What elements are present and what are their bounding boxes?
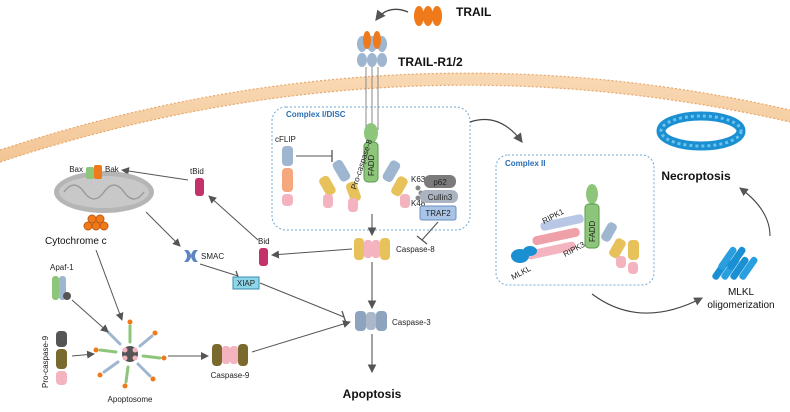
bid-icon xyxy=(259,248,268,266)
apoptosome-label: Apoptosome xyxy=(108,395,153,404)
mlkl-oligomerization-label-line1: MLKL xyxy=(728,287,755,298)
cflip-label: cFLIP xyxy=(275,135,296,144)
fadd-complex-ii-icon xyxy=(584,184,600,249)
apaf1-icon xyxy=(52,276,71,300)
xiap-inhibition-caspase-3 xyxy=(259,282,345,318)
mitochondrion-icon xyxy=(54,171,154,213)
xiap-box xyxy=(232,276,260,290)
k48-label: K48 xyxy=(411,199,426,208)
p62-label: p62 xyxy=(433,178,447,187)
traf2-label: TRAF2 xyxy=(425,209,451,218)
bax-label: Bax xyxy=(69,165,83,174)
complex-i-to-complex-ii-arrow xyxy=(469,118,523,143)
trail-binding-arrow xyxy=(375,8,409,22)
caspase-8-icon xyxy=(354,238,390,260)
cytochrome-c-label: Cytochrome c xyxy=(45,236,107,247)
trail-receptor-label: TRAIL-R1/2 xyxy=(398,55,463,69)
smac-icon xyxy=(184,250,198,262)
caspase-8-disc-right-icon xyxy=(382,160,410,208)
pro-caspase-9-to-apoptosome-arrow xyxy=(71,350,95,359)
pro-caspase-9-icon xyxy=(56,331,67,385)
cytochrome-c-icon xyxy=(83,214,109,231)
complex-ii-box xyxy=(495,154,655,286)
apoptosome-icon xyxy=(93,319,167,389)
caspase-8-label: Caspase-8 xyxy=(396,245,435,254)
mlkl-pore-icon xyxy=(656,111,746,151)
tbid-to-bax-arrow xyxy=(121,167,189,181)
traf2-inhibition xyxy=(421,221,439,241)
smac-inhibition xyxy=(199,263,239,277)
bax-bak-icon xyxy=(86,165,102,179)
trail-ligand-icon xyxy=(414,6,442,26)
mlkl-oligomerization-label-line2: oligomerization xyxy=(707,300,774,311)
p62-box xyxy=(424,175,456,188)
apaf1-label: Apaf-1 xyxy=(50,263,74,272)
caspase-3-icon xyxy=(355,311,387,331)
cullin3-label: Cullin3 xyxy=(428,193,453,202)
bid-to-tbid-arrow xyxy=(208,195,259,241)
pro-caspase-8-icon xyxy=(319,159,361,212)
mlkl-complex-ii-icon xyxy=(511,246,537,263)
caspase-8-complex-ii-icon xyxy=(601,222,639,274)
apoptosis-label: Apoptosis xyxy=(343,387,402,401)
ripk3-label: RIPK3 xyxy=(562,240,587,259)
pro-caspase-9-label: Pro-caspase-9 xyxy=(41,335,50,388)
k63-label: K63 xyxy=(411,175,426,184)
cytochrome-c-to-apoptosome-arrow xyxy=(95,249,124,321)
fadd-icon xyxy=(363,123,379,183)
mito-to-smac-arrow xyxy=(145,211,181,247)
apaf1-to-apoptosome-arrow xyxy=(71,299,109,333)
ripk1-ripk3-icon xyxy=(526,214,584,260)
caspase-9-label: Caspase-9 xyxy=(211,371,250,380)
cell-membrane xyxy=(0,72,790,163)
caspase-9-to-caspase-3-arrow xyxy=(251,320,351,353)
fadd-complex-ii-label: FADD xyxy=(588,220,597,242)
traf2-box xyxy=(419,205,457,221)
mlkl-to-necroptosis-arrow xyxy=(739,187,771,237)
tbid-label: tBid xyxy=(190,167,204,176)
xiap-label: XIAP xyxy=(237,279,255,288)
caspase-8-to-bid-arrow xyxy=(271,248,353,259)
trail-receptor-icon xyxy=(357,31,387,130)
tbid-icon xyxy=(195,178,204,196)
bak-label: Bak xyxy=(105,165,120,174)
smac-label: SMAC xyxy=(201,252,224,261)
caspase-3-label: Caspase-3 xyxy=(392,318,431,327)
complex-i-label: Complex I/DISC xyxy=(286,110,346,119)
cullin3-box xyxy=(420,190,458,203)
trail-label: TRAIL xyxy=(456,5,491,19)
fadd-label: FADD xyxy=(367,154,376,176)
bid-label: Bid xyxy=(258,237,270,246)
cflip-icon xyxy=(282,146,293,206)
necroptosis-label: Necroptosis xyxy=(661,169,731,183)
complex-ii-to-mlkl-arrow xyxy=(591,293,703,314)
mlkl-label: MLKL xyxy=(510,264,533,282)
mlkl-oligomer-icon xyxy=(712,246,758,280)
complex-ii-label: Complex II xyxy=(505,159,545,168)
caspase-9-icon xyxy=(212,344,248,366)
